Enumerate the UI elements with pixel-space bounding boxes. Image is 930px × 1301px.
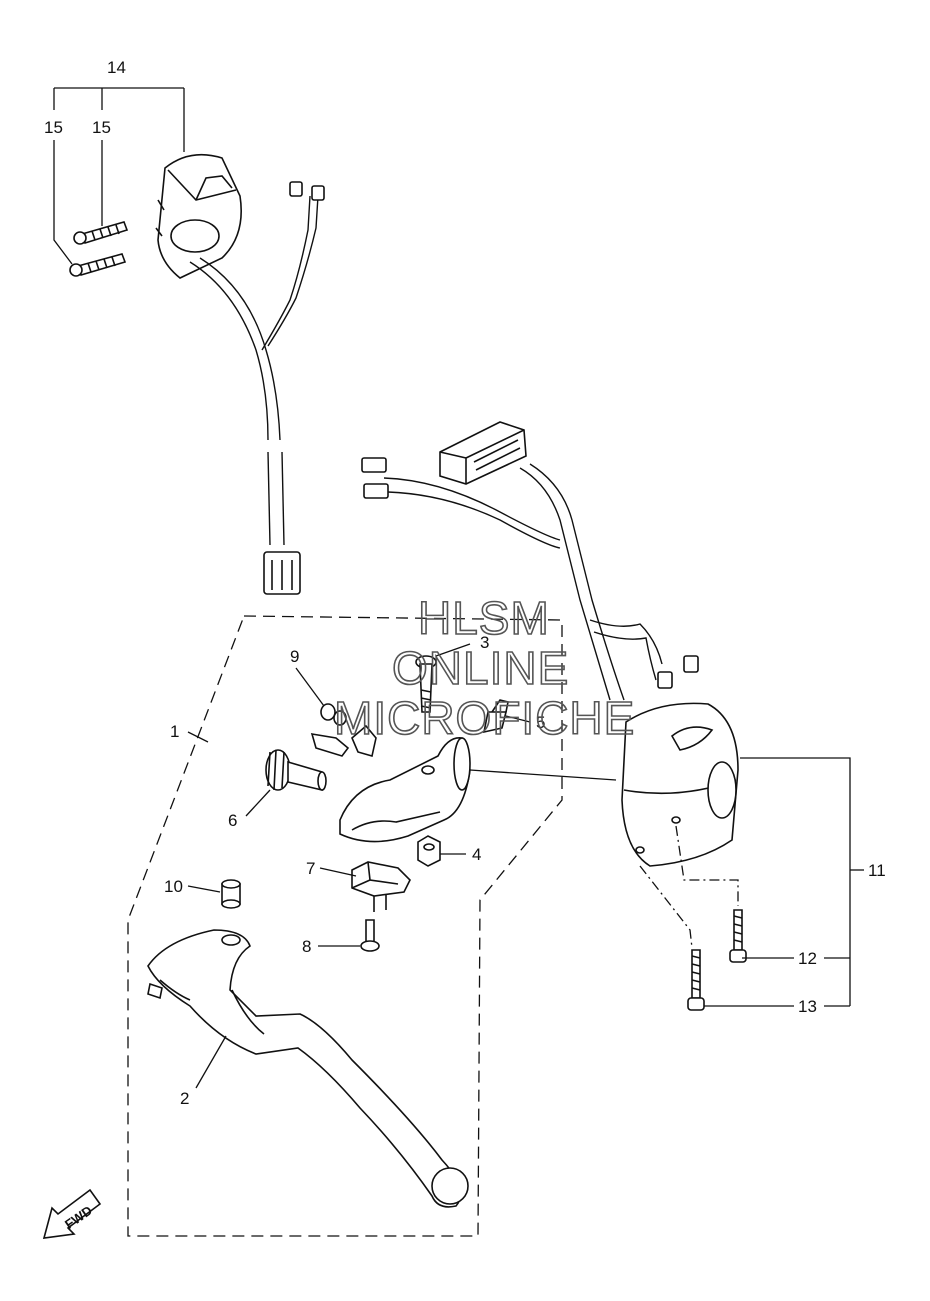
callout-3: 3 <box>480 633 489 652</box>
callout-2: 2 <box>180 1089 189 1108</box>
watermark-line-3: MICROFICHE <box>334 692 635 744</box>
right-switch-harness <box>361 421 699 701</box>
clutch-lever <box>147 929 469 1208</box>
callout-12: 12 <box>798 949 817 968</box>
callout-6: 6 <box>228 811 237 830</box>
screw-8 <box>360 919 380 952</box>
watermark: HLSM ONLINE MICROFICHE <box>333 591 635 745</box>
screw-13 <box>687 949 705 1011</box>
collar-10 <box>221 879 241 909</box>
callout-13: 13 <box>798 997 817 1016</box>
right-handlebar-switch <box>621 702 739 867</box>
callout-11: 11 <box>868 861 886 880</box>
screw-upper <box>73 221 129 245</box>
callout-15-outer: 15 <box>44 118 63 137</box>
callout-14: 14 <box>107 58 126 77</box>
screw-5 <box>482 699 509 734</box>
callout-8: 8 <box>302 937 311 956</box>
callout-15-inner: 15 <box>92 118 111 137</box>
callout-4: 4 <box>472 845 481 864</box>
bushing-9 <box>310 703 377 758</box>
callout-9: 9 <box>290 647 299 666</box>
watermark-line-1: HLSM <box>418 592 550 644</box>
callout-10: 10 <box>164 877 183 896</box>
callout-7: 7 <box>306 859 315 878</box>
left-handlebar-switch <box>155 153 242 279</box>
fwd-arrow-icon: FWD <box>42 1188 102 1239</box>
callout-5: 5 <box>536 713 545 732</box>
clutch-switch <box>351 861 411 912</box>
callout-1: 1 <box>170 722 179 741</box>
screw-12 <box>729 909 747 963</box>
pivot-nut <box>417 835 441 867</box>
watermark-line-2: ONLINE <box>392 642 569 694</box>
leader-lines <box>53 87 864 1089</box>
pivot-bolt <box>415 655 437 713</box>
adjuster <box>265 749 327 792</box>
left-switch-harness <box>189 181 325 595</box>
lever-holder <box>339 737 471 843</box>
screw-lower <box>69 253 127 277</box>
